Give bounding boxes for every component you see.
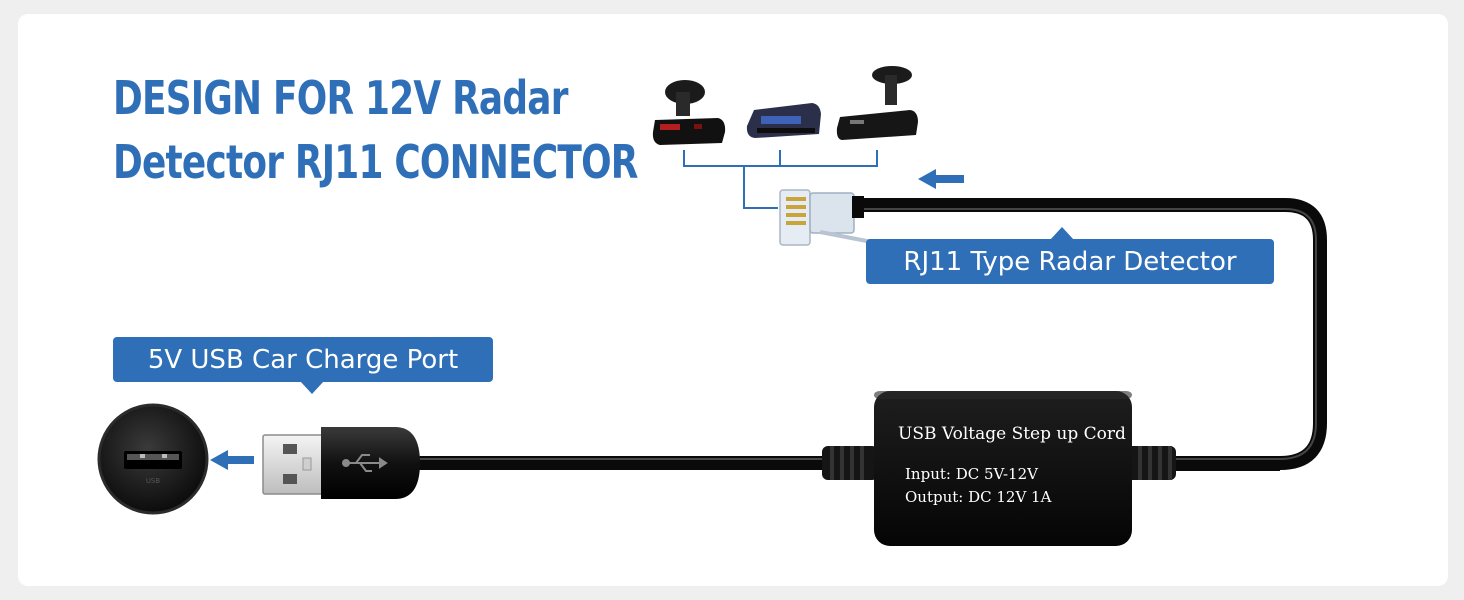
box-output-label: Output: DC 12V 1A bbox=[905, 488, 1052, 506]
usb-socket-icon: USB bbox=[97, 403, 209, 515]
radar-detector-middle bbox=[746, 103, 821, 138]
usb-port-callout: 5V USB Car Charge Port bbox=[113, 337, 493, 394]
usb-plug-icon bbox=[262, 427, 420, 499]
arrow-left-icon bbox=[918, 169, 964, 189]
box-name-label: USB Voltage Step up Cord bbox=[898, 424, 1126, 444]
product-card bbox=[18, 14, 1448, 586]
box-input-label: Input: DC 5V-12V bbox=[905, 465, 1038, 483]
rj11-callout: RJ11 Type Radar Detector bbox=[866, 227, 1274, 284]
svg-text:USB: USB bbox=[146, 477, 161, 485]
rj11-plug-icon bbox=[779, 189, 873, 246]
arrow-left-icon bbox=[210, 450, 254, 470]
box-strain-relief-left bbox=[822, 446, 878, 480]
detector-bracket bbox=[683, 150, 878, 209]
page-title: DESIGN FOR 12V Radar Detector RJ11 CONNE… bbox=[113, 66, 638, 194]
cable bbox=[413, 198, 1327, 471]
usb-symbol-icon bbox=[342, 454, 388, 472]
box-strain-relief-right bbox=[1120, 446, 1176, 480]
radar-detector-right bbox=[836, 66, 918, 140]
title-line-2: Detector RJ11 CONNECTOR bbox=[113, 135, 638, 189]
title-line-1: DESIGN FOR 12V Radar bbox=[113, 71, 568, 125]
radar-detector-left bbox=[652, 80, 726, 145]
step-up-box bbox=[874, 391, 1132, 546]
